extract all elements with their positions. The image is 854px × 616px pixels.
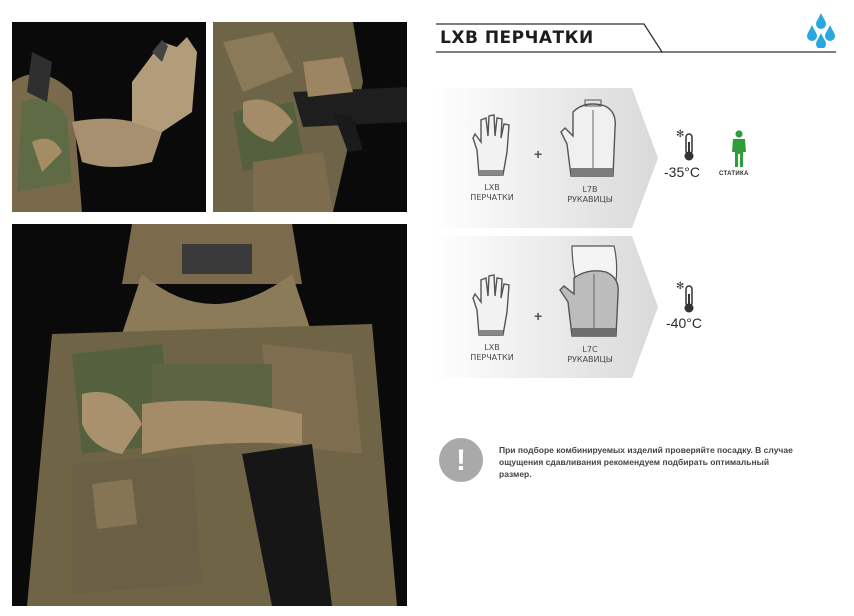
right-item-code: L7C xyxy=(582,345,598,354)
temperature-value: -35°C xyxy=(664,164,700,180)
combination-2: LXB ПЕРЧАТКИ + L7C РУКАВИЦЫ xyxy=(432,236,664,378)
mitten-icon xyxy=(559,245,619,337)
left-item-type: ПЕРЧАТКИ xyxy=(470,353,514,362)
snow-thermometer-icon: ✻ xyxy=(676,128,698,167)
svg-text:✻: ✻ xyxy=(676,281,684,292)
mitten-icon xyxy=(560,99,616,177)
exclamation-icon: ! xyxy=(439,438,483,482)
svg-text:✻: ✻ xyxy=(676,129,684,140)
combination-1: LXB ПЕРЧАТКИ + L7B РУКАВИЦЫ xyxy=(432,88,664,228)
lxb-glove-item: LXB ПЕРЧАТКИ xyxy=(462,110,522,203)
mode-label: СТАТИКА xyxy=(719,171,749,177)
l7b-mitten-item: L7B РУКАВИЦЫ xyxy=(550,98,630,205)
photo-rifle-grip xyxy=(213,22,407,212)
right-item-type: РУКАВИЦЫ xyxy=(567,355,613,364)
glove-icon xyxy=(472,274,510,336)
right-item-code: L7B xyxy=(582,185,598,194)
standing-person-icon xyxy=(729,130,749,173)
page-title: LXB ПЕРЧАТКИ xyxy=(440,28,594,48)
left-item-code: LXB xyxy=(484,183,500,192)
plus-sign: + xyxy=(534,146,543,162)
exclamation-mark: ! xyxy=(456,444,466,477)
snow-thermometer-icon: ✻ xyxy=(676,280,698,319)
lxb-glove-item-2: LXB ПЕРЧАТКИ xyxy=(462,270,522,363)
plus-sign: + xyxy=(534,308,543,324)
left-item-type: ПЕРЧАТКИ xyxy=(470,193,514,202)
glove-icon xyxy=(472,114,510,176)
photo-soldier-full xyxy=(12,224,407,606)
left-item-code: LXB xyxy=(484,343,500,352)
fit-notice-text: При подборе комбинируемых изделий провер… xyxy=(499,445,793,479)
title-bar: LXB ПЕРЧАТКИ xyxy=(436,22,836,56)
water-drops-icon xyxy=(804,12,838,49)
l7c-mitten-item: L7C РУКАВИЦЫ xyxy=(550,242,630,365)
right-item-type: РУКАВИЦЫ xyxy=(567,195,613,204)
photo-hand-glove-adjust xyxy=(12,22,206,212)
temperature-value: -40°C xyxy=(666,315,702,331)
